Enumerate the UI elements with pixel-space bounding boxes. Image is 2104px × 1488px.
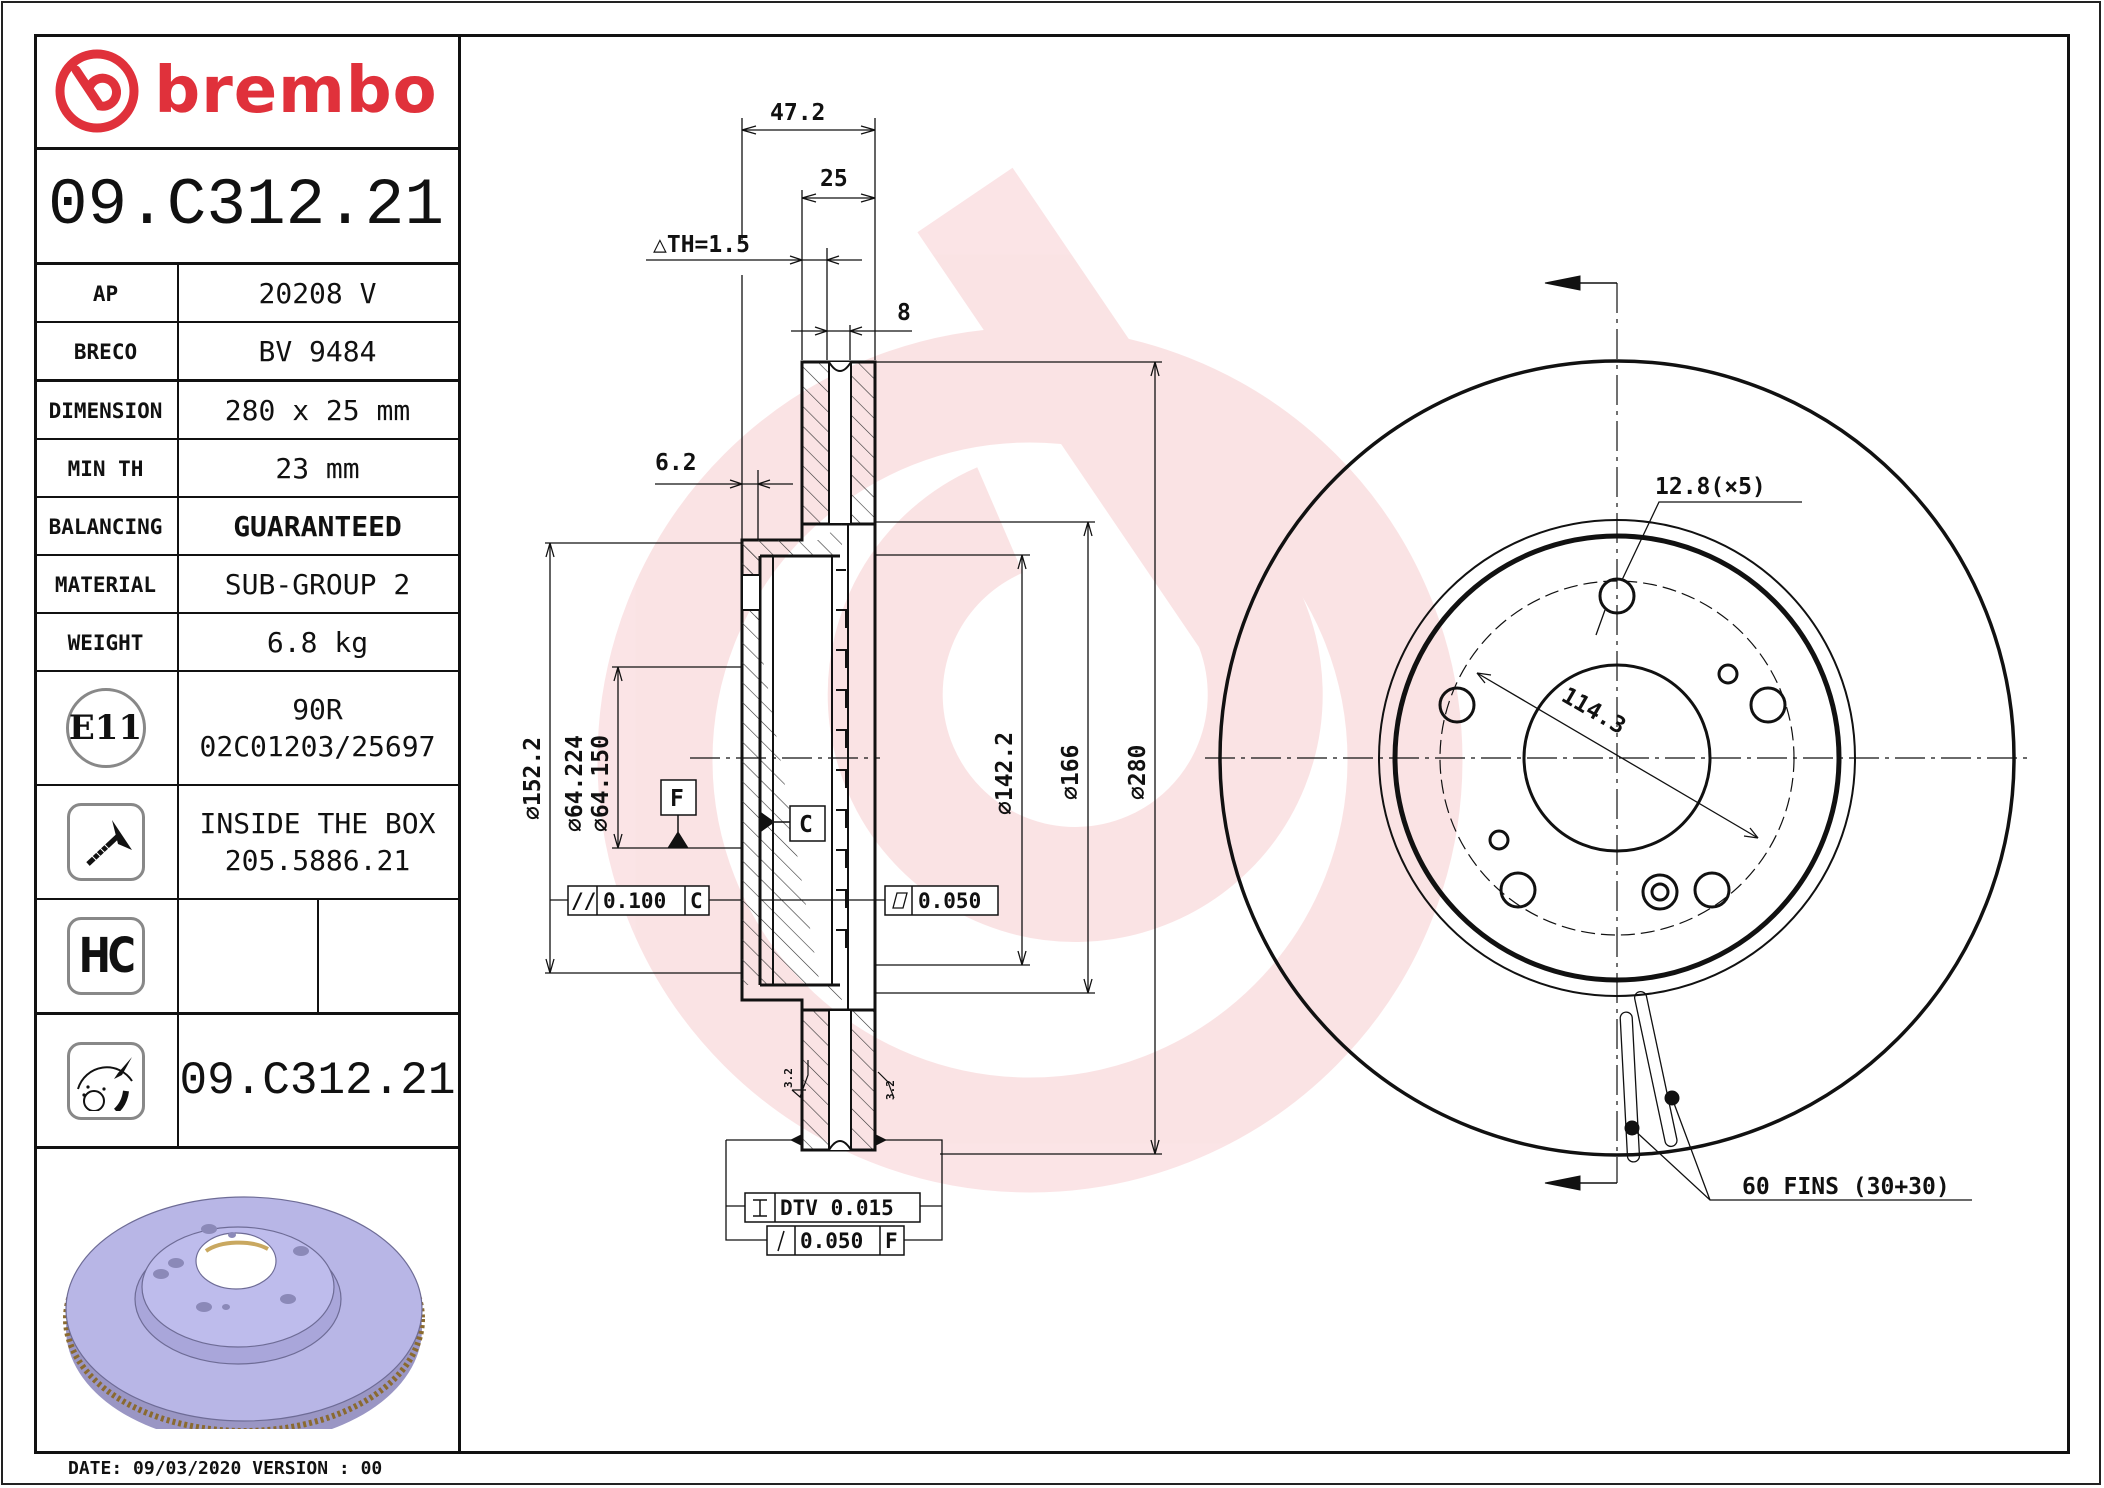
part-number-title: 09.C312.21 (47, 167, 445, 243)
homologation-badge: E11 (34, 672, 177, 784)
disc-coating-icon (66, 1041, 145, 1120)
spec-value-material: SUB-GROUP 2 (224, 568, 411, 601)
spec-label-weight: WEIGHT (67, 630, 144, 655)
runout-datum: F (885, 1229, 898, 1253)
reference-badge (34, 1015, 177, 1146)
divider (34, 612, 458, 614)
spec-label-balancing: BALANCING (48, 514, 163, 539)
column-divider (177, 265, 179, 1147)
divider (34, 262, 458, 265)
hardware-info: INSIDE THE BOX 205.5886.21 (177, 786, 458, 898)
divider (34, 496, 458, 498)
front-view (1205, 275, 2030, 1201)
reference-part-number: 09.C312.21 (179, 1054, 456, 1107)
spec-value-breco: BV 9484 (258, 335, 377, 368)
parallelism-value: 0.100 (603, 889, 666, 913)
flatness-value: 0.050 (918, 889, 981, 913)
divider (34, 379, 458, 382)
hc-icon: HC (66, 917, 145, 995)
hole-note: 12.8(×5) (1655, 474, 1766, 500)
spec-value-ap: 20208 V (258, 277, 377, 310)
divider (34, 1146, 458, 1149)
dim-fin-gap: 8 (897, 300, 911, 326)
column-divider (317, 900, 319, 1012)
homologation-line2: 02C01203/25697 (199, 730, 436, 763)
spec-label-min-th: MIN TH (67, 456, 144, 481)
hc-text: HC (78, 928, 136, 984)
hardware-badge (34, 786, 177, 898)
title-block: brembo 09.C312.21 AP 20208 V BRECO BV 94… (34, 34, 461, 1454)
hardware-line1: INSIDE THE BOX (199, 807, 436, 840)
spec-value-balancing: GUARANTEED (233, 510, 402, 543)
datum-c: C (799, 812, 813, 838)
brembo-watermark-icon (597, 167, 1463, 1193)
dtv-label: DTV 0.015 (780, 1196, 894, 1220)
runout-value: 0.050 (800, 1229, 863, 1253)
datum-f: F (670, 786, 684, 812)
divider (34, 898, 458, 900)
roughness-left: 3.2 (782, 1068, 795, 1088)
roughness-right: 3.2 (884, 1080, 897, 1100)
parallelism-symbol: // (571, 889, 596, 913)
e11-icon: E11 (65, 688, 146, 768)
dim-thickness: 25 (820, 166, 848, 192)
spec-value-weight: 6.8 kg (266, 626, 369, 659)
divider (34, 670, 458, 672)
divider (34, 147, 458, 150)
brembo-logo-icon (55, 49, 139, 133)
spec-value-min-th: 23 mm (275, 452, 360, 485)
dim-d-friction-inner: ⌀166 (1058, 745, 1084, 800)
dim-d-bore-min: ⌀64.150 (588, 735, 614, 832)
hardware-line2: 205.5886.21 (224, 844, 411, 877)
dim-overall-height: 47.2 (770, 100, 825, 126)
dim-d-outer: ⌀280 (1125, 745, 1151, 800)
dim-d-bore-max: ⌀64.224 (562, 735, 588, 832)
drawing-frame (34, 34, 2070, 1454)
dim-d-hat-outer: ⌀152.2 (520, 737, 546, 820)
homologation-info: 90R 02C01203/25697 (177, 672, 458, 784)
divider (34, 438, 458, 440)
homologation-line1: 90R (292, 693, 343, 726)
divider (34, 554, 458, 556)
dim-delta-th: △TH=1.5 (653, 232, 750, 258)
spec-value-dimension: 280 x 25 mm (224, 394, 411, 427)
dim-hat-wall: 6.2 (655, 450, 697, 476)
divider (34, 321, 458, 323)
brand-name: brembo (154, 54, 438, 128)
hc-badge: HC (34, 900, 177, 1012)
footer-date-version: DATE: 09/03/2020 VERSION : 00 (68, 1458, 383, 1479)
parallelism-datum: C (690, 889, 703, 913)
section-view (545, 118, 1162, 1256)
brake-disc-render-icon (63, 1196, 425, 1429)
fins-note: 60 FINS (30+30) (1742, 1174, 1950, 1200)
spec-label-dimension: DIMENSION (48, 398, 163, 423)
spec-label-material: MATERIAL (54, 572, 157, 597)
brand-logo: brembo (34, 34, 458, 148)
disc-render (34, 1149, 458, 1449)
spec-label-breco: BRECO (73, 339, 138, 364)
dim-d-inner-ring: ⌀142.2 (992, 732, 1018, 815)
screw-icon (66, 803, 145, 881)
divider (34, 1012, 458, 1015)
divider (34, 784, 458, 786)
spec-label-ap: AP (92, 281, 119, 306)
